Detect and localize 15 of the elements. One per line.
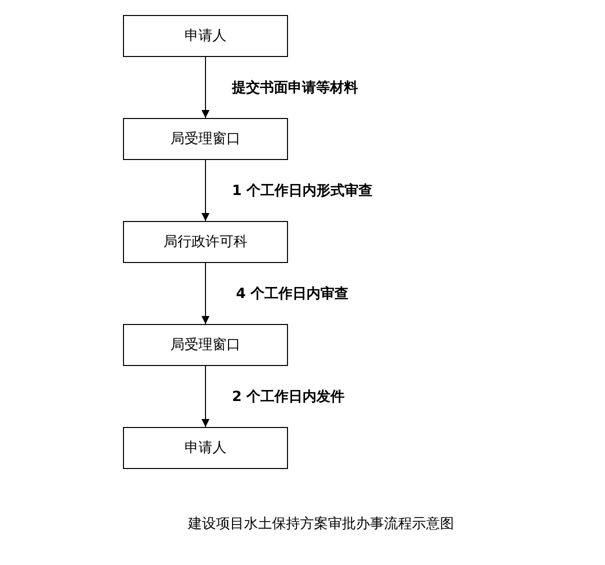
process-box [123, 118, 288, 160]
box-text: 申请人 [184, 26, 226, 46]
process-box [123, 15, 288, 57]
caption: 建设项目水土保持方案审批办事流程示意图 [188, 515, 454, 534]
box-text: 局行政许可科 [164, 232, 248, 252]
box-text: 局受理窗口 [170, 130, 240, 148]
process-box [123, 221, 288, 263]
arrow [202, 56, 210, 118]
arrow [202, 366, 210, 428]
process-box [123, 324, 288, 366]
box-text: 申请人 [184, 438, 226, 458]
box-text: 局受理窗口 [170, 336, 240, 354]
process-box [123, 427, 288, 469]
arrow [202, 262, 210, 324]
arrow [202, 160, 210, 222]
